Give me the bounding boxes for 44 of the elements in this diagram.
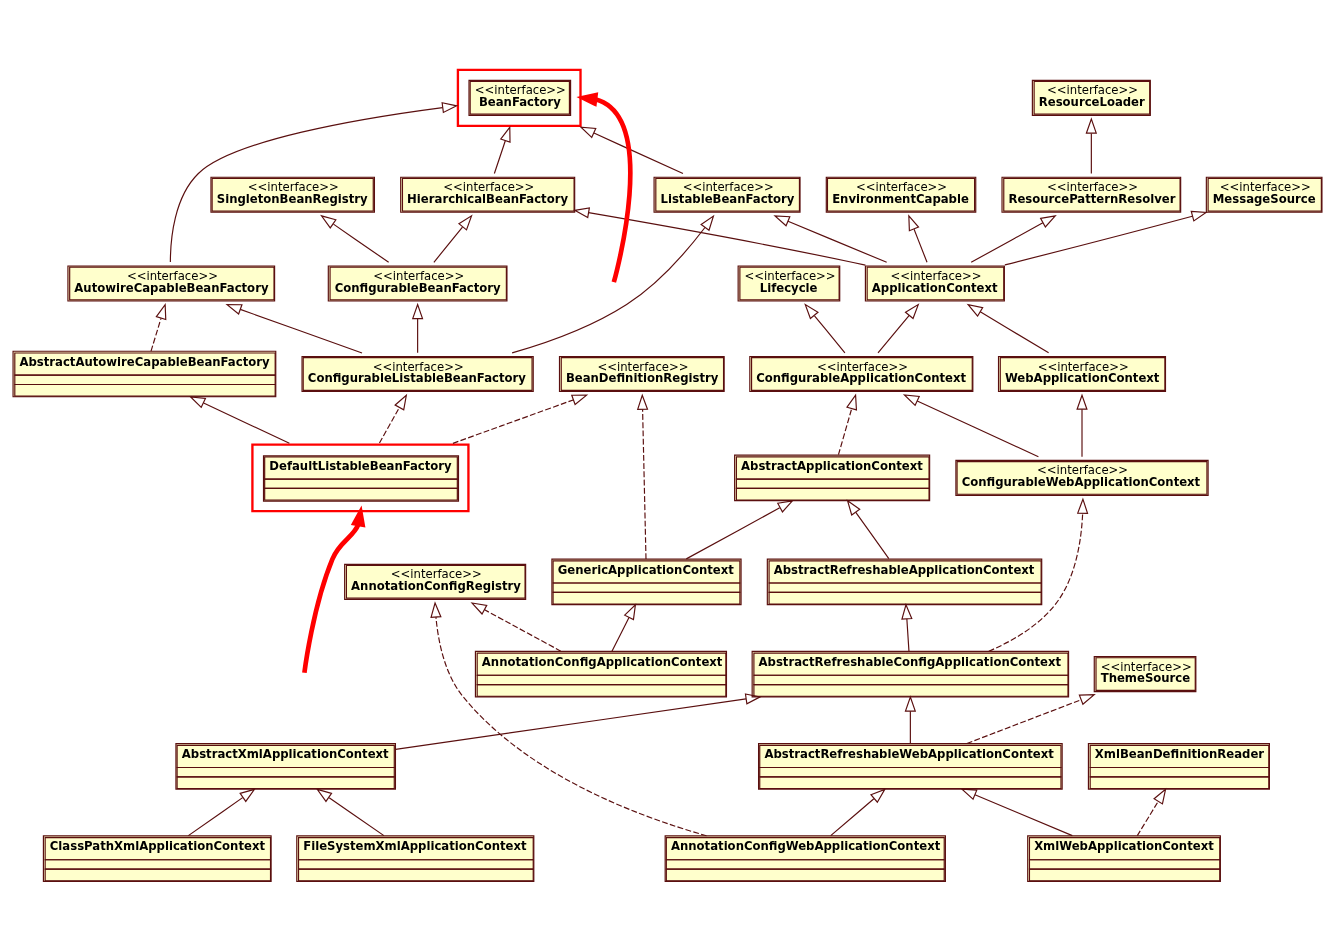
arrow <box>493 125 511 175</box>
arrow <box>395 693 762 750</box>
arrow <box>902 394 1039 458</box>
arrow <box>452 394 589 444</box>
arrow <box>1136 787 1167 837</box>
arrow <box>576 92 633 283</box>
arrow <box>320 214 390 263</box>
arrow <box>1085 117 1098 175</box>
arrow <box>573 207 866 266</box>
arrow <box>970 215 1057 263</box>
arrow <box>966 694 1096 745</box>
arrow <box>1076 393 1088 458</box>
arrow <box>411 302 424 354</box>
arrow <box>470 602 562 652</box>
arrow <box>830 788 887 837</box>
arrow <box>904 695 917 744</box>
arrow <box>1004 210 1208 266</box>
arrow <box>511 214 715 354</box>
arrow <box>837 393 858 456</box>
arrow <box>685 500 794 560</box>
arrow <box>846 499 890 560</box>
arrow <box>189 396 290 444</box>
arrow <box>225 304 363 354</box>
arrow <box>150 303 167 352</box>
arrow <box>636 393 649 560</box>
arrow <box>302 505 366 674</box>
arrow <box>773 215 888 263</box>
arrow <box>378 393 408 444</box>
arrow <box>804 303 846 354</box>
arrow <box>187 788 256 837</box>
arrow <box>877 303 920 354</box>
arrow <box>579 126 684 175</box>
arrow <box>966 303 1050 354</box>
arrow <box>901 603 913 652</box>
node-box: <<interface>> BeanFactory <box>456 68 582 128</box>
arrow <box>315 788 385 837</box>
arrow <box>169 102 459 263</box>
arrow <box>430 601 708 837</box>
node-box: DefaultListableBeanFactory <box>251 443 470 513</box>
arrow <box>433 214 473 263</box>
arrow <box>960 788 1073 837</box>
arrow <box>988 497 1089 652</box>
arrow <box>908 214 928 263</box>
arrow <box>611 603 637 652</box>
